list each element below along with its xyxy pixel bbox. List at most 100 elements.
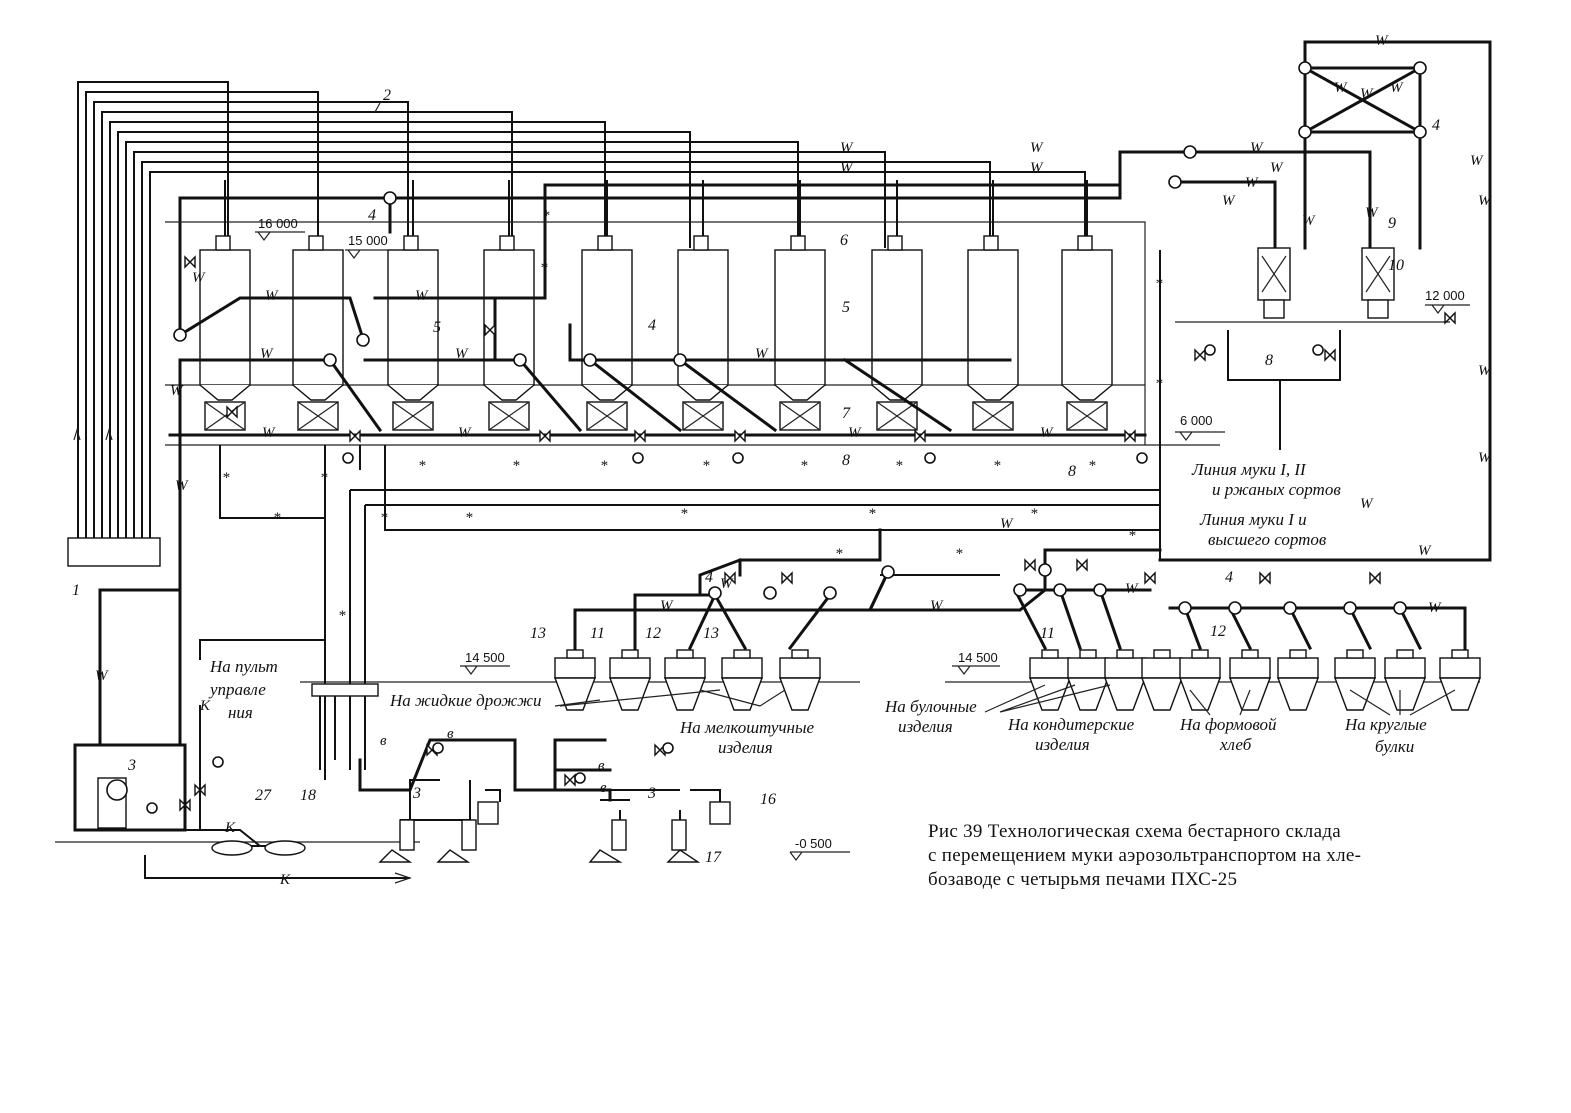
branch-node-icon [1298,61,1312,75]
silo-filter [403,235,419,251]
branch-node-icon [383,191,397,205]
star-line-mark: * [993,458,1001,474]
part-4: 4 [705,569,713,586]
branch-node-icon [173,328,187,342]
hopper [1178,649,1222,711]
part-4: 4 [1225,569,1233,586]
elevation-16000: 16 000 [258,216,298,231]
w-line-mark: W [1270,160,1284,176]
hopper [778,649,822,711]
branch-node-icon [356,333,370,347]
star-line-mark: * [600,458,608,474]
valve-icon [184,255,196,269]
star-line-mark: * [895,458,903,474]
round-buns-label: На круглые [1344,715,1427,734]
v-line-mark: в [447,726,454,742]
w-line-mark: W [1365,205,1379,221]
part-4: 4 [368,207,376,224]
star-line-mark: * [800,458,808,474]
pressure-gauge-icon [662,742,674,754]
silo-filter [693,235,709,251]
valve-icon [1144,571,1156,585]
star-line-mark: * [1088,458,1096,474]
valve-icon [634,429,646,443]
branch-node-icon [708,586,722,600]
star-line-mark: * [702,458,710,474]
w-line-mark: W [455,346,469,362]
star-line-mark: * [680,506,688,522]
elevation-6000: 6 000 [1180,413,1213,428]
valve-icon [1369,571,1381,585]
valve-icon [226,405,238,419]
liquid-yeast-label: На жидкие дрожжи [389,691,542,710]
v-line-mark: в [380,733,387,749]
silo-filter [308,235,324,251]
flour-line-2-label-cont: высшего сортов [1208,530,1327,549]
star-line-mark: * [1155,376,1163,392]
valve-icon [1076,558,1088,572]
w-line-mark: W [840,140,854,156]
w-line-mark: W [930,598,944,614]
part-1: 1 [72,582,80,599]
w-line-mark: W [1040,425,1054,441]
w-line-mark: W [1030,140,1044,156]
valve-icon [1124,429,1136,443]
star-line-mark: * [465,510,473,526]
branch-node-icon [1013,583,1027,597]
branch-node-icon [1038,563,1052,577]
branch-node-icon [673,353,687,367]
hopper [1066,649,1110,711]
k-line-mark: K [279,872,291,888]
hopper [1383,649,1427,711]
valve-icon [734,429,746,443]
w-line-mark: W [1478,193,1492,209]
w-line-mark: W [840,160,854,176]
control-panel-label-cont: управле [208,680,266,699]
figure-caption: Рис 39 Технологическая схема бестарного … [928,820,1488,892]
filter-icon [461,819,477,851]
flour-line-1-label-cont: и ржаных сортов [1212,480,1341,499]
branch-node-icon [1413,125,1427,139]
silo-filter [790,235,806,251]
branch-node-icon [763,586,777,600]
hopper [1333,649,1377,711]
k-line-mark: K [224,820,236,836]
star-line-mark: * [1030,506,1038,522]
k-line-mark: K [199,698,211,714]
part-12: 12 [1210,623,1226,640]
control-panel-label-cont2: ния [228,703,253,722]
valve-icon [349,429,361,443]
compressor-icon [477,801,499,825]
w-line-mark: W [1360,86,1374,102]
part-17: 17 [705,849,722,866]
star-line-mark: * [955,546,963,562]
star-line-mark: * [320,470,328,486]
w-lines-top [178,40,1492,562]
w-line-mark: W [1302,213,1316,229]
part-5: 5 [842,299,850,316]
v-line-mark: в [600,780,607,796]
w-line-mark: W [1418,543,1432,559]
pressure-gauge-icon [432,742,444,754]
hopper [608,649,652,711]
valves-group [146,255,1456,814]
branch-node-icon [1053,583,1067,597]
part-13: 13 [703,625,719,642]
valve-icon [1324,348,1336,362]
lower-distribution [573,528,1467,651]
molded-bread-label-cont: хлеб [1219,735,1252,754]
w-line-mark: W [1030,160,1044,176]
star-lines [219,250,1161,780]
part-16: 16 [760,791,776,808]
w-line-mark: W [1478,363,1492,379]
silo [199,180,251,431]
w-line-mark: W [192,270,206,286]
silo-filter [215,235,231,251]
part-7: 7 [842,405,851,422]
bun-label: На булочные [884,697,977,716]
small-piece-label-cont: изделия [718,738,773,757]
blower-icon [211,840,253,856]
filter-icon [611,819,627,851]
silo [483,180,535,431]
w-line-mark: W [265,288,279,304]
